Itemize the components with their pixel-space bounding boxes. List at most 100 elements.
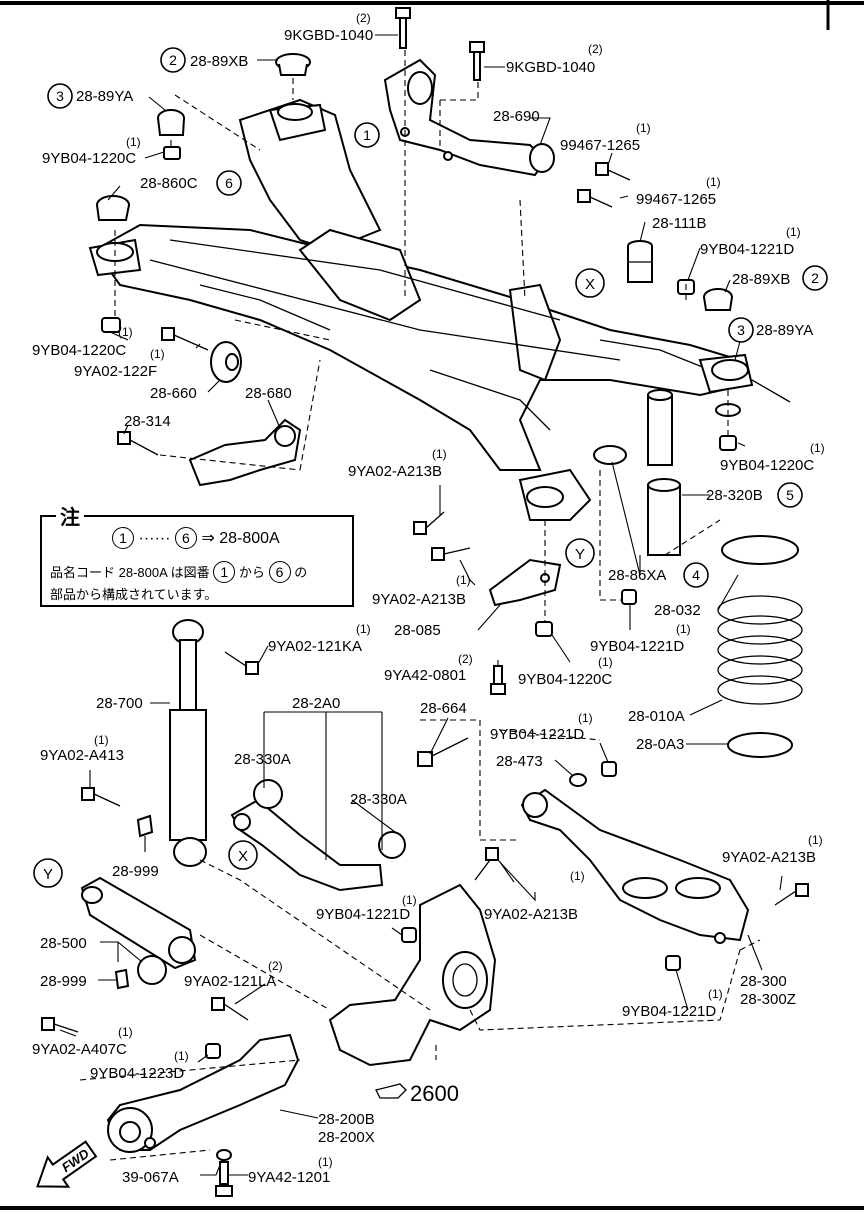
note-text-c: の <box>294 565 308 580</box>
label-9yb04-1221d-d-qty: (1) <box>402 893 417 907</box>
label-28-085: 28-085 <box>394 622 441 639</box>
label-28-330a-right: 28-330A <box>350 791 407 808</box>
label-28-2a0: 28-2A0 <box>292 695 340 712</box>
shock-absorber-28-700 <box>169 619 207 867</box>
note-title: 注 <box>56 501 84 530</box>
label-99467-1265-b-qty: (1) <box>706 175 721 189</box>
washer-28-999-a <box>136 814 154 838</box>
bumper-28-111b <box>627 240 653 283</box>
bushing-28-860c <box>96 195 130 221</box>
bolt-9ya42-0801 <box>490 665 506 695</box>
label-28-300: 28-300 <box>740 973 787 990</box>
label-9ya02-a213b-b-qty: (1) <box>456 573 471 587</box>
label-28-664: 28-664 <box>420 700 467 717</box>
label-28-690: 28-690 <box>493 108 540 125</box>
nut-9yb04-1220c-a <box>163 146 181 160</box>
bolt-9ya02-a413 <box>81 787 121 807</box>
bushing-28-89xb-left <box>275 53 311 76</box>
note-arrow: ⇒ <box>201 530 215 547</box>
label-28-89xb-left: 28-89XB <box>190 53 248 70</box>
label-9yb04-1221d-a: 9YB04-1221D <box>700 241 794 258</box>
label-kgbd-right: 9KGBD-1040 <box>506 59 595 76</box>
nut-9yb04-1220c-d <box>535 621 553 637</box>
svg-text:4: 4 <box>692 567 700 583</box>
label-9yb04-1220c-a-qty: (1) <box>126 135 141 149</box>
knuckle-2600 <box>328 883 497 1067</box>
washer-28-473 <box>569 773 587 787</box>
bolt-9kgbd-right <box>469 41 485 81</box>
bolt-28-314 <box>117 431 159 456</box>
svg-text:2: 2 <box>169 52 177 68</box>
forward-arrow-icon <box>36 1140 98 1188</box>
label-9yb04-1220c-a: 9YB04-1220C <box>42 150 136 167</box>
label-28-89ya-right: 28-89YA <box>756 322 813 339</box>
svg-text:5: 5 <box>786 487 794 503</box>
svg-text:1: 1 <box>363 127 371 143</box>
callout-4: 4 <box>683 562 709 588</box>
callout-y-bottom: Y <box>33 858 63 888</box>
note-range-dots: ······ <box>138 530 171 547</box>
label-9ya02-122f: 9YA02-122F <box>74 363 157 380</box>
plate-28-085 <box>488 558 562 607</box>
bolt-9ya02-121ka <box>224 651 259 675</box>
label-9yb04-1221d-c: 9YB04-1221D <box>490 726 584 743</box>
label-9yb04-1220c-b: 9YB04-1220C <box>32 342 126 359</box>
bolt-9ya02-a407c <box>41 1017 79 1033</box>
label-2600: 2600 <box>410 1081 459 1106</box>
note-text-b: から <box>238 565 265 580</box>
arm-28-690 <box>383 58 555 177</box>
label-9ya02-a213b-d: 9YA02-A213B <box>722 849 816 866</box>
label-9ya42-0801: 9YA42-0801 <box>384 667 466 684</box>
bolt-9kgbd-left <box>395 7 411 49</box>
lower-arm-28-300 <box>520 788 750 944</box>
label-9yb04-1220c-c: 9YB04-1220C <box>720 457 814 474</box>
arm-28-2a0 <box>230 779 406 892</box>
label-39-067a: 39-067A <box>122 1169 179 1186</box>
label-99467-1265-a: 99467-1265 <box>560 137 640 154</box>
svg-text:2: 2 <box>811 270 819 286</box>
label-9ya02-a213b-a-qty: (1) <box>432 447 447 461</box>
label-9ya02-a413: 9YA02-A413 <box>40 747 124 764</box>
bolt-9ya02-a213b-c <box>474 847 499 881</box>
washer-28-999-b <box>114 968 130 990</box>
note-text: 品名コード 28-800A は図番 1 から 6 の 部品から構成されています。 <box>50 561 346 606</box>
callout-x-top: X <box>575 268 605 298</box>
callout-3-right: 3 <box>728 317 754 343</box>
bolt-9ya02-a213b-d <box>774 883 809 906</box>
callout-5: 5 <box>777 482 803 508</box>
label-9ya02-a213b-c: 9YA02-A213B <box>484 906 578 923</box>
bolts-99467-1265 <box>577 162 631 208</box>
label-28-0a3: 28-0A3 <box>636 736 684 753</box>
spring-28-010a <box>717 535 803 758</box>
callout-x-bottom: X <box>228 840 258 870</box>
callout-y-top: Y <box>565 538 595 568</box>
crossmember <box>88 98 791 521</box>
label-9ya02-a407c-qty: (1) <box>118 1025 133 1039</box>
pointing-hand-icon <box>375 1083 407 1099</box>
callout-2-right: 2 <box>802 265 828 291</box>
label-9ya02-121ka: 9YA02-121KA <box>268 638 362 655</box>
callout-1: 1 <box>354 122 380 148</box>
note-range-start: 1 <box>112 527 134 549</box>
label-28-860c: 28-860C <box>140 175 198 192</box>
label-28-200b: 28-200B <box>318 1111 375 1128</box>
label-28-314: 28-314 <box>124 413 171 430</box>
label-9yb04-1221d-c-qty: (1) <box>578 711 593 725</box>
label-9ya02-122f-qty: (1) <box>150 347 165 361</box>
leader-lines <box>59 34 783 1176</box>
label-9ya02-a413-qty: (1) <box>94 733 109 747</box>
label-9ya02-a407c: 9YA02-A407C <box>32 1041 127 1058</box>
bolts-9ya02-a213b <box>413 511 471 561</box>
bolt-9ya02-121la <box>211 997 249 1021</box>
boot-28-320b <box>647 478 681 556</box>
label-28-300z: 28-300Z <box>740 991 796 1008</box>
label-9yb04-1223d: 9YB04-1223D <box>90 1065 184 1082</box>
svg-text:3: 3 <box>56 88 64 104</box>
label-28-86xa: 28-86XA <box>608 567 666 584</box>
note-range-end: 6 <box>174 527 197 549</box>
bracket-28-680 <box>188 418 302 487</box>
reference-2600: 2600 <box>375 1081 459 1106</box>
label-9ya02-121la-qty: (2) <box>268 959 283 973</box>
callout-3-left: 3 <box>47 83 73 109</box>
